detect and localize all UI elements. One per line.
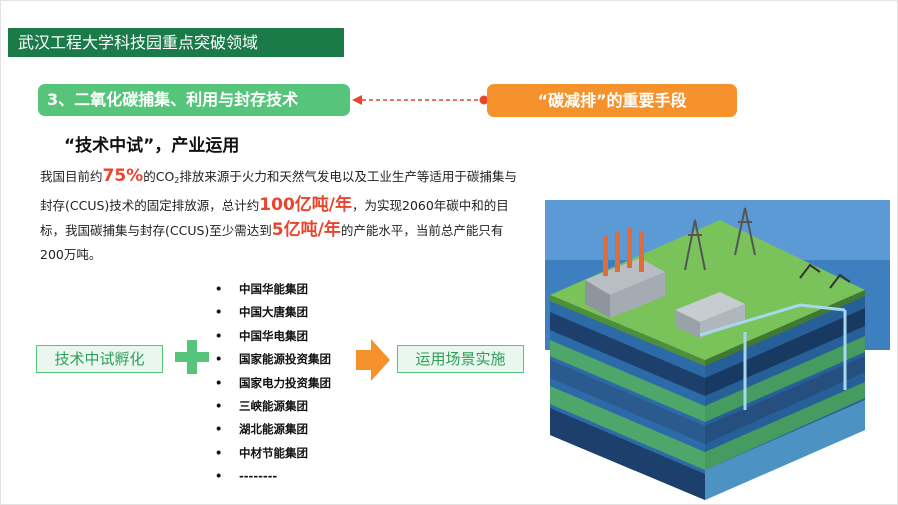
company-name: 中国华电集团 — [239, 328, 308, 343]
ccus-diagram-image — [545, 200, 890, 500]
highlight-total: 100亿吨/年 — [259, 195, 352, 215]
paragraph-text: ，为实现2060年碳中和的目标，我国碳捕集与封存(CCUS)至少需达到 — [40, 198, 509, 238]
list-item: • 湖北能源集团 — [215, 418, 331, 441]
company-name: 国家能源投资集团 — [239, 352, 331, 367]
highlight-percent: 75% — [102, 166, 144, 186]
pilot-incubation-box: 技术中试孵化 — [36, 345, 163, 373]
list-item: • 中国华电集团 — [215, 325, 331, 348]
company-name: 湖北能源集团 — [239, 422, 308, 437]
company-name: 国家电力投资集团 — [239, 375, 331, 390]
company-name: 三峡能源集团 — [239, 398, 308, 413]
list-item: • 中材节能集团 — [215, 442, 331, 465]
list-item: • 中国大唐集团 — [215, 301, 331, 324]
paragraph-text: 排放来源于火力和天然气发电以及工业生产等适用于碳捕集与封存(CCUS)技术的固定… — [40, 169, 517, 213]
company-name: -------- — [239, 469, 278, 484]
company-name: 中材节能集团 — [239, 445, 308, 460]
paragraph-text: 的CO — [143, 169, 175, 184]
company-name: 中国华能集团 — [239, 282, 308, 296]
list-item: • -------- — [215, 465, 331, 488]
bullet: • — [215, 305, 223, 320]
application-box: 运用场景实施 — [397, 345, 524, 373]
bullet: • — [215, 375, 223, 390]
intro-paragraph: 我国目前约75%的CO2排放来源于火力和天然气发电以及工业生产等适用于碳捕集与封… — [40, 164, 526, 267]
company-list: • 中国华能集团 • 中国大唐集团 • 中国华电集团 • 国家能源投资集团 • 国家电力投… — [215, 278, 331, 489]
bullet: • — [215, 422, 223, 437]
bullet: • — [215, 328, 223, 343]
bullet: • — [215, 445, 223, 460]
dashed-arrow-icon — [352, 95, 489, 105]
highlight-target: 5亿吨/年 — [271, 220, 341, 240]
arrow-right-icon — [356, 339, 390, 381]
paragraph-text: 我国目前约 — [40, 169, 103, 184]
page-title: 武汉工程大学科技园重点突破领域 — [8, 28, 344, 57]
bullet: • — [215, 282, 223, 296]
paragraph-text: 的产能水平，当前总产能只有200万吨。 — [40, 223, 504, 262]
subscript: 2 — [174, 176, 180, 185]
bullet: • — [215, 469, 223, 484]
plus-icon — [175, 340, 209, 374]
bullet: • — [215, 398, 223, 413]
section-heading: 3、二氧化碳捕集、利用与封存技术 — [38, 84, 350, 116]
list-item: • 三峡能源集团 — [215, 395, 331, 418]
company-name: 中国大唐集团 — [239, 305, 308, 320]
subheading: “技术中试”，产业运用 — [64, 136, 240, 156]
list-item: • 中国华能集团 — [215, 278, 331, 301]
list-item: • 国家能源投资集团 — [215, 348, 331, 371]
list-item: • 国家电力投资集团 — [215, 372, 331, 395]
carbon-reduction-label: “碳减排”的重要手段 — [487, 84, 737, 117]
bullet: • — [215, 352, 223, 367]
